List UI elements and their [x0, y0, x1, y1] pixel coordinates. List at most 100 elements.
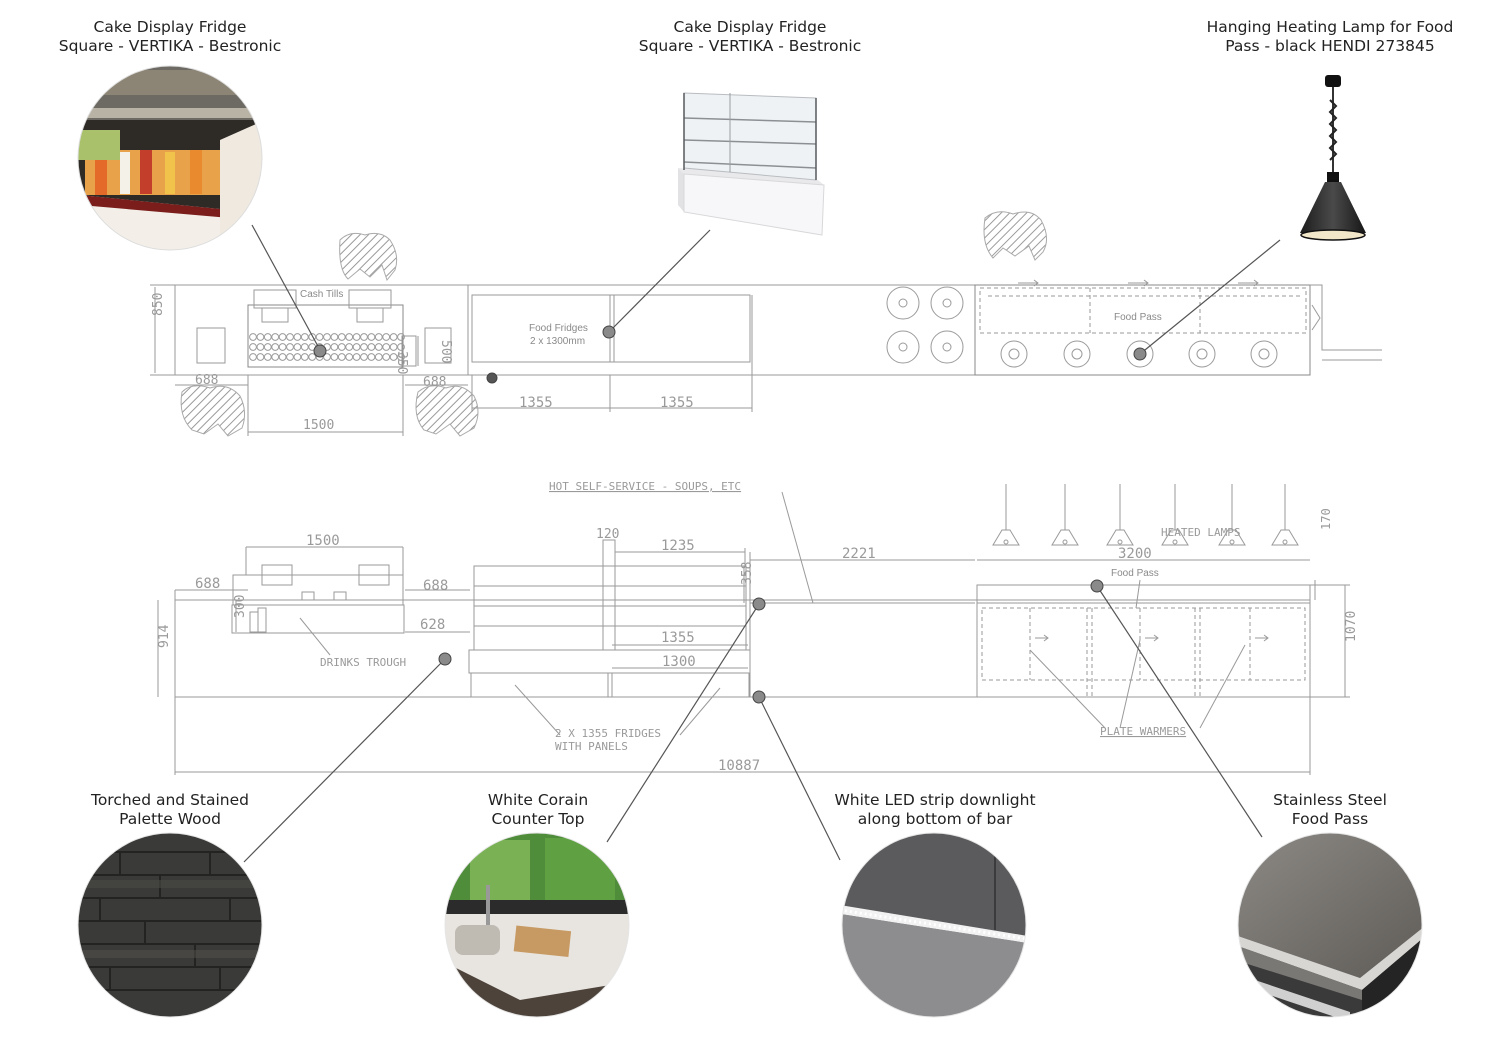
cake-fridge-photo-frame	[77, 65, 263, 251]
trough-ice-circle	[397, 343, 405, 351]
dim-1355-a: 1355	[519, 395, 553, 411]
dim-914: 914	[157, 624, 172, 648]
trough-ice-circle	[278, 333, 287, 341]
trough-ice-circle	[256, 333, 265, 341]
trough-ice-circle	[249, 343, 257, 351]
trough-ice-circle	[337, 353, 346, 361]
trough-ice-circle	[374, 333, 383, 341]
elev-lamp-bulb	[1282, 539, 1288, 545]
dim-688-elev-right: 688	[423, 578, 448, 594]
hot-self-service-label: HOT SELF-SERVICE - SOUPS, ETC	[549, 480, 741, 493]
plate-warmers-label: PLATE WARMERS	[1100, 725, 1186, 738]
food-pass-plan-label: Food Pass	[1114, 312, 1162, 323]
trough-ice-circle	[286, 343, 294, 351]
trough-ice-circle	[367, 343, 376, 351]
plan-view	[150, 279, 1382, 436]
callout-cake-fridge-left: Cake Display Fridge Square - VERTIKA - B…	[40, 18, 300, 56]
elevation-text: HOT SELF-SERVICE - SOUPS, ETC HEATED LAM…	[157, 480, 1359, 774]
trough-ice-circle	[293, 343, 302, 351]
drinks-trough-label: DRINKS TROUGH	[320, 656, 406, 669]
trough-ice-circle	[397, 333, 405, 341]
trough-ice-circle	[360, 343, 368, 351]
trough-ice-circle	[315, 333, 324, 341]
trough-ice-circle	[345, 353, 354, 361]
cake-fridge-photo	[78, 66, 262, 250]
elev-lamp-shade	[1218, 529, 1246, 546]
dim-850: 850	[151, 293, 166, 316]
callout-line: Palette Wood	[119, 810, 221, 828]
dim-1300: 1300	[662, 654, 696, 670]
plan-lamp-outer	[1063, 340, 1091, 368]
trough-ice-circle	[352, 333, 361, 341]
display-fridge-product	[678, 92, 825, 236]
cash-tills-label: Cash Tills	[300, 289, 343, 300]
leader-dot	[1090, 579, 1104, 593]
callout-heating-lamp: Hanging Heating Lamp for Food Pass - bla…	[1190, 18, 1470, 56]
dim-1500-elev: 1500	[306, 533, 340, 549]
trough-ice-circle	[293, 333, 302, 341]
trough-ice-circle	[389, 353, 398, 361]
dim-350: 350	[394, 351, 409, 374]
trough-ice-circle	[389, 343, 398, 351]
trough-ice-circle	[286, 353, 294, 361]
plan-text: Cash Tills Food Fridges 2 x 1300mm Food …	[151, 289, 1162, 433]
leader-dot	[438, 652, 452, 666]
palette-wood-swatch	[78, 833, 262, 1017]
elev-lamp-shade	[1161, 529, 1189, 546]
trough-ice-circle	[345, 343, 354, 351]
trough-ice-circle	[397, 353, 405, 361]
plan-lamp-inner	[1071, 348, 1083, 360]
leader-dot	[313, 344, 327, 358]
dim-500: 500	[438, 340, 453, 363]
plan-lamp-outer	[1000, 340, 1028, 368]
elev-lamp-bulb	[1062, 539, 1068, 545]
trough-ice-circle	[256, 353, 265, 361]
dim-total-10887: 10887	[718, 758, 760, 774]
callout-line: Counter Top	[491, 810, 585, 828]
trough-ice-circle	[382, 353, 391, 361]
dim-688-elev-left: 688	[195, 576, 220, 592]
food-pass-elev-label: Food Pass	[1111, 568, 1159, 579]
callout-cake-fridge-mid: Cake Display Fridge Square - VERTIKA - B…	[620, 18, 880, 56]
dim-170: 170	[1319, 508, 1333, 530]
callout-line: Food Pass	[1291, 810, 1369, 828]
elev-lamp-bulb	[1172, 539, 1178, 545]
dim-1500-plan: 1500	[303, 418, 334, 433]
trough-ice-circle	[293, 353, 302, 361]
trough-ice-circle	[271, 353, 280, 361]
callout-line: Cake Display Fridge	[93, 18, 247, 36]
led-strip-frame	[841, 832, 1027, 1018]
trough-ice-circle	[278, 353, 287, 361]
plan-lamp-inner	[1008, 348, 1020, 360]
callout-line: White LED strip downlight	[834, 791, 1036, 809]
trough-ice-circle	[308, 333, 317, 341]
food-fridges-size: 2 x 1300mm	[530, 336, 585, 347]
trough-ice-circle	[374, 353, 383, 361]
trough-ice-circle	[352, 343, 361, 351]
trough-ice-circle	[300, 343, 309, 351]
dim-1070: 1070	[1344, 611, 1359, 642]
trough-ice-circle	[323, 353, 331, 361]
trough-ice-circle	[300, 353, 309, 361]
leader-lines	[243, 224, 1281, 863]
trough-ice-circle	[352, 353, 361, 361]
dim-1235: 1235	[661, 538, 695, 554]
trough-ice-circle	[389, 333, 398, 341]
trough-ice-circle	[249, 353, 257, 361]
callout-line: White Corain	[487, 791, 589, 809]
heating-lamp-product	[1300, 75, 1366, 241]
trough-ice-circle	[330, 353, 339, 361]
trough-ice-circle	[300, 333, 309, 341]
elev-lamp-shade	[1051, 529, 1079, 546]
trough-ice-circle	[263, 343, 272, 351]
trough-ice-circle	[367, 353, 376, 361]
heated-lamps-label: HEATED LAMPS	[1161, 526, 1240, 539]
dim-1355-elev: 1355	[661, 630, 695, 646]
person-figures	[180, 211, 1047, 437]
fridges-note-line1: 2 X 1355 FRIDGES	[555, 727, 661, 740]
callout-led-strip: White LED strip downlight along bottom o…	[800, 791, 1070, 829]
trough-ice-circle	[360, 353, 368, 361]
trough-ice-circle	[263, 353, 272, 361]
plan-lamp-outer	[1250, 340, 1278, 368]
